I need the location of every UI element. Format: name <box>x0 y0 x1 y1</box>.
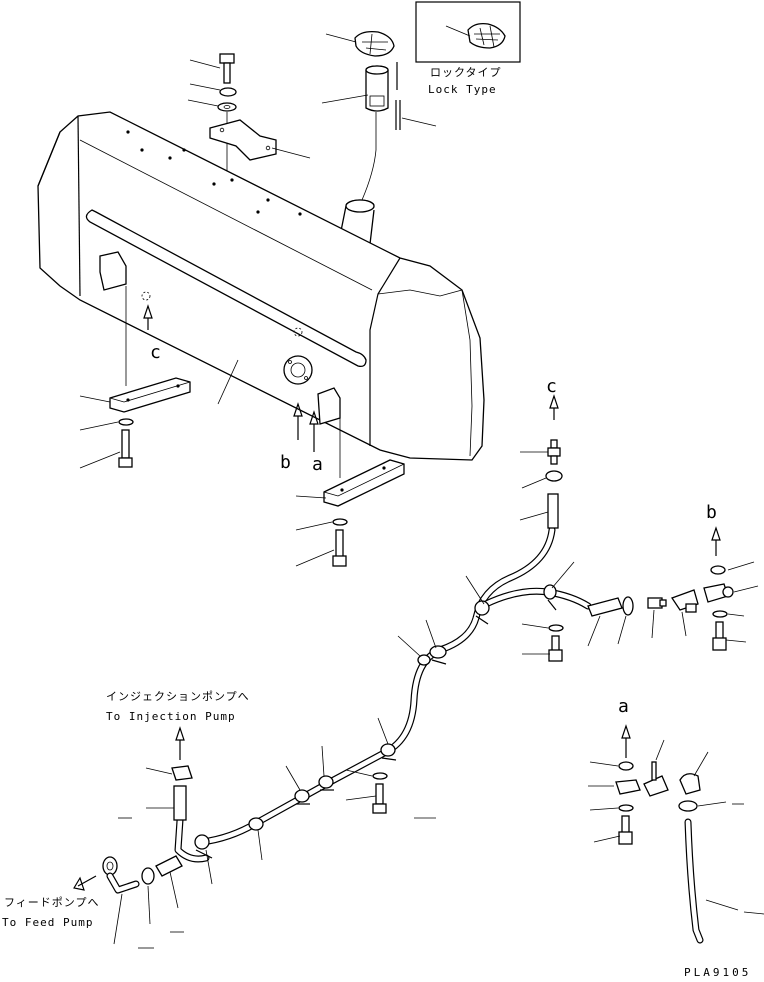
elbow-fitting-icon <box>703 583 734 603</box>
letter-a-tank: a <box>312 454 323 475</box>
letter-b-tank: b <box>280 452 291 473</box>
washer-icon <box>332 518 348 526</box>
bolt-icon <box>618 815 633 845</box>
feed-pump-callout: フィードポンプへ To Feed Pump <box>2 855 184 949</box>
nut-icon <box>615 779 641 795</box>
clamp-icon <box>417 654 431 666</box>
return-b-fittings: b <box>521 502 759 662</box>
bolt-icon <box>219 53 235 84</box>
lock-cap-icon <box>467 22 506 49</box>
lock-type-jp-label: ロックタイプ <box>430 66 502 79</box>
arrow-up-icon <box>143 304 153 330</box>
clamp-icon <box>318 775 334 791</box>
connector-icon <box>547 439 561 465</box>
fuel-tank-body <box>37 111 485 461</box>
to-feed-jp-label: フィードポンプへ <box>4 896 99 909</box>
arrow-left-icon <box>73 875 97 891</box>
to-feed-en-label: To Feed Pump <box>2 916 93 929</box>
valve-icon <box>671 589 699 613</box>
arrow-up-icon <box>549 394 559 420</box>
filler-cap-assembly <box>321 30 437 245</box>
washer-icon <box>548 624 564 632</box>
arrow-up-icon <box>711 526 721 556</box>
bolt-icon <box>712 621 727 651</box>
elbow-fitting-icon <box>679 773 701 795</box>
bolt-icon <box>332 529 347 567</box>
hose-segment-icon <box>547 493 559 529</box>
to-injection-en-label: To Injection Pump <box>106 710 236 723</box>
washer-icon <box>618 804 634 812</box>
washer-icon <box>710 565 726 575</box>
support-block-icon <box>323 459 405 507</box>
tank-pad-left <box>99 251 127 291</box>
letter-c-tank: c <box>150 342 161 363</box>
arrow-up-icon <box>175 726 185 760</box>
tank-arrow-c: c <box>143 304 161 363</box>
drawing-code: PLA9105 <box>684 966 751 979</box>
hose-clamps <box>194 561 575 885</box>
tank-pad-right <box>317 387 341 425</box>
clamp-icon <box>294 789 310 805</box>
clamp-icon <box>543 584 557 611</box>
injection-pump-callout: インジェクションポンプへ To Injection Pump <box>106 690 250 821</box>
filler-cap-icon <box>354 30 395 57</box>
level-gauge-icon <box>283 355 313 385</box>
clamp-icon <box>194 834 213 859</box>
left-support-assembly <box>79 286 191 469</box>
arrow-up-icon <box>621 724 631 758</box>
tank-top-holes <box>126 130 302 216</box>
right-support-assembly <box>295 418 405 567</box>
hose-clamp-icon <box>545 470 563 482</box>
hose-segment-icon <box>173 785 187 821</box>
mounting-bracket-icon <box>209 119 277 161</box>
clamp-icon <box>429 645 447 665</box>
washer-icon <box>118 418 134 426</box>
outlet-a-fittings: a <box>588 696 764 944</box>
hose-clamp-icon <box>622 596 634 616</box>
banjo-fitting-icon <box>102 856 118 876</box>
to-injection-jp-label: インジェクションポンプへ <box>106 690 250 703</box>
lock-type-inset: ロックタイプ Lock Type <box>415 1 521 96</box>
middle-fasteners <box>345 769 436 819</box>
filler-strainer-icon <box>365 65 389 112</box>
hose-clamp-icon <box>141 867 155 885</box>
top-bracket-fasteners <box>187 53 311 178</box>
washer-icon <box>217 102 237 112</box>
washer-icon <box>712 610 728 618</box>
letter-a-outlet: a <box>618 696 629 717</box>
bolt-icon <box>548 635 563 662</box>
bolt-icon <box>118 429 133 468</box>
connector-icon <box>171 765 193 781</box>
valve-icon <box>643 761 669 797</box>
tank-arrow-a: a <box>309 410 323 475</box>
bolt-icon <box>372 783 387 814</box>
letter-c-outlet: c <box>546 376 557 397</box>
hose-clamp-icon <box>678 800 698 812</box>
nipple-icon <box>647 597 667 609</box>
lock-type-en-label: Lock Type <box>428 83 497 96</box>
tank-side-channel <box>85 209 367 368</box>
arrow-up-icon <box>309 410 319 452</box>
clamp-icon <box>380 743 397 761</box>
washer-icon <box>372 772 388 780</box>
arrow-up-icon <box>293 402 303 440</box>
outlet-c-fittings: c <box>519 376 563 529</box>
clamp-icon <box>248 817 264 831</box>
hose-segment-icon <box>155 855 183 877</box>
tank-arrow-b: b <box>280 402 303 473</box>
clamp-icon <box>474 600 490 625</box>
hose-segment-icon <box>587 597 623 617</box>
washer-icon <box>618 761 634 771</box>
letter-b-return: b <box>706 502 717 523</box>
spring-washer-icon <box>219 87 237 97</box>
support-block-icon <box>109 377 191 413</box>
